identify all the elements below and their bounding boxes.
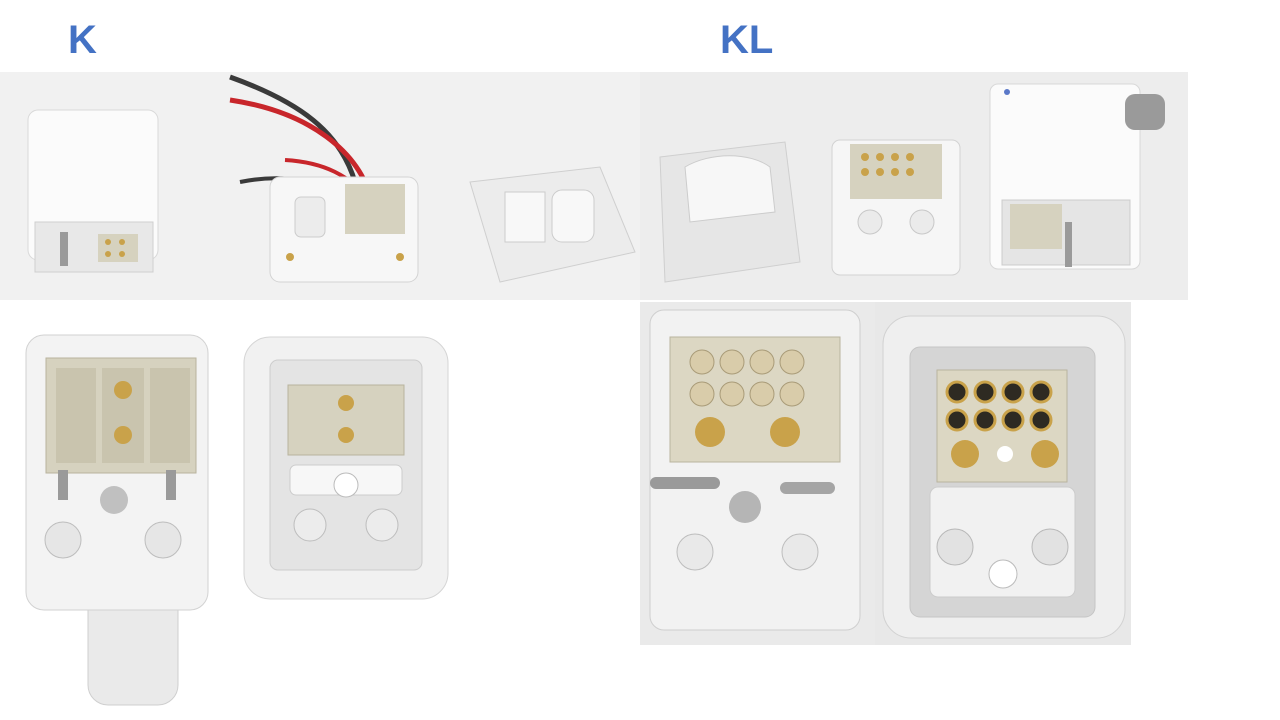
k-disassembled-parts-photo xyxy=(0,72,640,300)
k-hood-closeup-photo xyxy=(18,330,218,710)
label-k: K xyxy=(68,18,97,62)
kl-parts-illustration xyxy=(640,72,1188,300)
k-base-illustration xyxy=(240,335,452,603)
kl-disassembled-parts-photo xyxy=(640,72,1188,300)
kl-base-closeup-photo xyxy=(875,302,1131,645)
k-base-closeup-photo xyxy=(240,335,452,603)
k-parts-illustration xyxy=(0,72,640,300)
label-kl: KL xyxy=(720,18,774,62)
kl-hood-closeup-photo xyxy=(640,302,875,645)
kl-base-illustration xyxy=(875,302,1131,645)
kl-hood-illustration xyxy=(640,302,875,645)
k-hood-illustration xyxy=(18,330,218,710)
